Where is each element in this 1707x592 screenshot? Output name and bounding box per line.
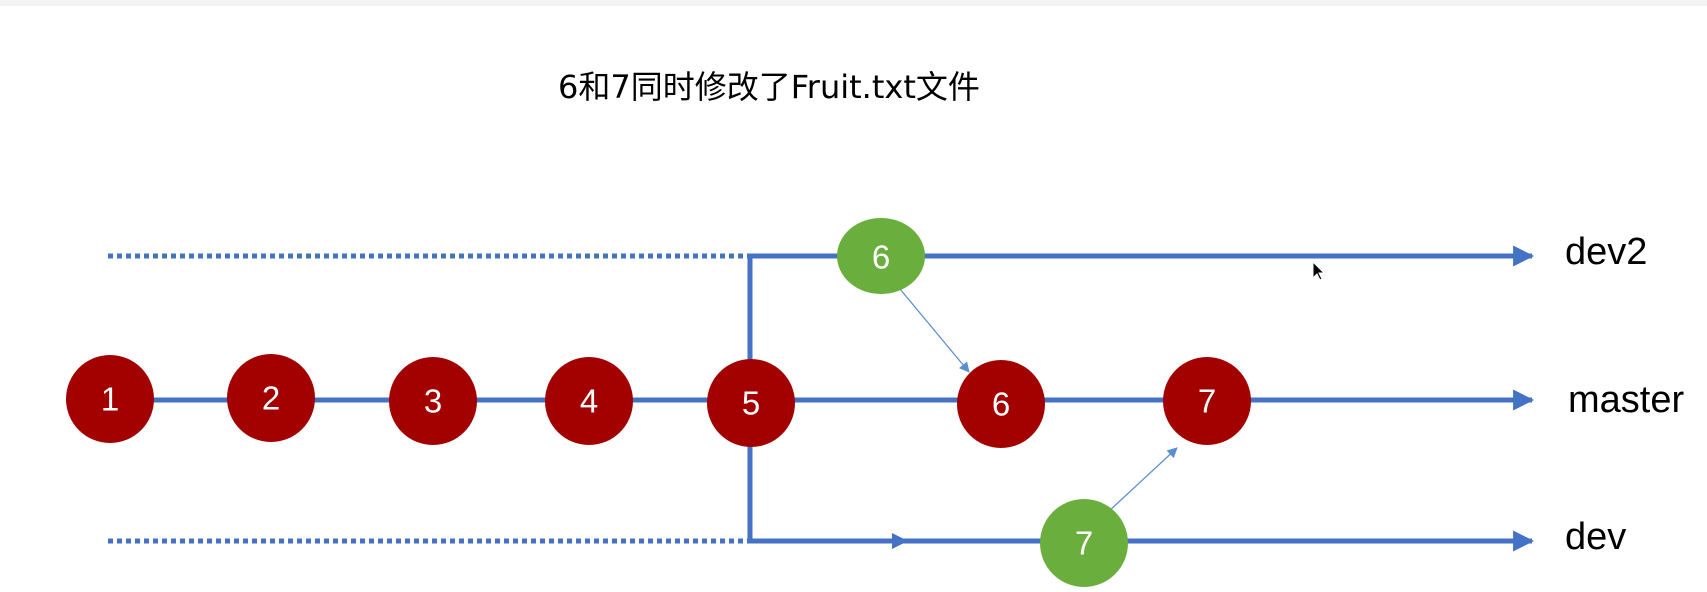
commit-node-master-3: 3 [389,357,477,445]
branch-label-dev: dev [1565,516,1626,558]
commit-label: 6 [992,386,1010,423]
commit-label: 5 [742,385,760,422]
commit-label: 3 [424,383,442,420]
commit-node-master-4: 4 [545,357,633,445]
commit-label: 4 [580,383,598,420]
commit-node-master-2: 2 [227,354,315,442]
commit-node-dev-7: 7 [1040,499,1128,587]
commit-label: 7 [1198,383,1216,420]
diagram-title: 6和7同时修改了Fruit.txt文件 [558,68,980,106]
commit-label: 2 [262,380,280,417]
commit-label: 1 [101,381,119,418]
dev-mid-arrow [892,533,908,549]
top-edge-bar [0,0,1707,6]
commit-node-master-7: 7 [1163,357,1251,445]
commit-label: 7 [1075,525,1093,562]
commit-node-master-1: 1 [66,355,154,443]
branch-label-master: master [1568,379,1684,421]
merge-arrow-dev-to-master [1107,447,1178,513]
merge-arrow-dev2-to-master [899,288,970,373]
branch-label-dev2: dev2 [1565,231,1647,273]
commit-node-dev2-6: 6 [837,218,925,294]
commit-label: 6 [872,239,890,276]
mouse-cursor-icon [1312,260,1326,281]
commit-node-master-5: 5 [707,359,795,447]
commit-node-master-6: 6 [957,360,1045,448]
